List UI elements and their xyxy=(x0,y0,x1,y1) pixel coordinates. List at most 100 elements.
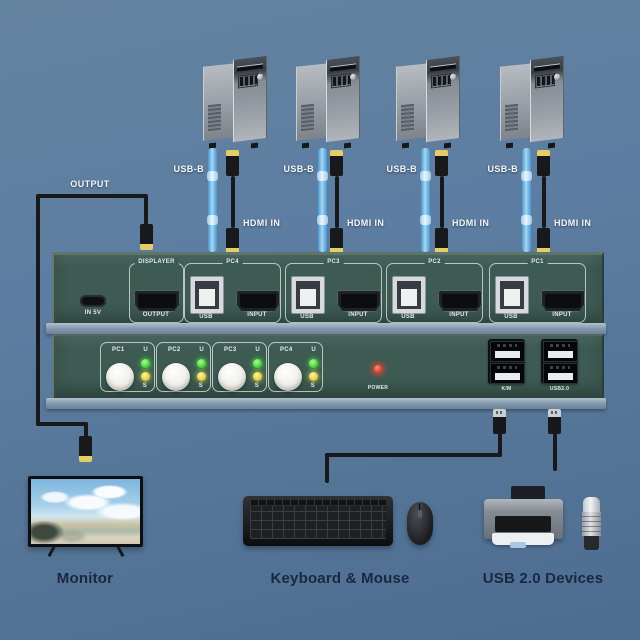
printer-button xyxy=(510,542,526,548)
selector-name: PC1 xyxy=(112,347,125,353)
pc2-selector-group: PC2 U S xyxy=(156,342,211,392)
usb-a-port xyxy=(490,341,525,362)
hdmi-input-port xyxy=(236,290,280,312)
hdmi-output-port xyxy=(134,290,180,312)
monitor-label: Monitor xyxy=(56,570,114,587)
usb-flash-drive xyxy=(582,497,602,551)
front-io-ports xyxy=(431,73,451,89)
hdmi-connector-icon xyxy=(435,228,448,254)
hdmi-input-port-label: INPUT xyxy=(552,312,572,318)
printer-output-slot xyxy=(495,516,551,532)
power-led xyxy=(374,365,382,373)
power-in-port xyxy=(80,295,106,307)
select-status-led xyxy=(309,372,318,381)
tower-side-panel xyxy=(396,63,428,141)
tower-front-panel xyxy=(530,55,564,143)
hdmi-input-port-label: INPUT xyxy=(247,312,267,318)
usb-a-plug-icon xyxy=(493,409,506,434)
tower-foot xyxy=(302,142,309,149)
km-cable-segment xyxy=(498,433,502,457)
power-led-label: POWER xyxy=(367,385,389,391)
tower-vent-grille xyxy=(301,103,314,132)
power-button xyxy=(554,73,560,81)
tower-side-panel xyxy=(500,63,532,141)
pc1-port-group: PC1 USB INPUT xyxy=(489,259,586,323)
tower-foot xyxy=(506,142,513,149)
hdmi-input-port-label: INPUT xyxy=(449,312,469,318)
km-ports-label: K/M xyxy=(501,386,512,392)
monitor-leg xyxy=(116,545,125,558)
tower-front-panel xyxy=(426,55,460,143)
select-led-label: S xyxy=(310,383,315,389)
hdmi-output-port-label: OUTPUT xyxy=(142,312,170,318)
hdmi-connector-icon xyxy=(537,150,550,176)
usb-status-led xyxy=(309,359,318,368)
keyboard xyxy=(243,496,393,546)
km-cable-segment xyxy=(325,453,502,457)
km-usb-ports xyxy=(488,339,525,384)
usb20-ports-label: USB2.0 xyxy=(549,386,570,392)
usb-b-cable-label: USB-B xyxy=(173,164,204,174)
hdmi-input-port xyxy=(438,290,482,312)
computer-tower xyxy=(296,55,360,149)
select-status-led xyxy=(253,372,262,381)
usb-led-label: U xyxy=(255,347,260,353)
flash-drive-body xyxy=(582,512,601,537)
printer xyxy=(484,486,565,552)
tower-side-panel xyxy=(203,63,235,141)
usb-b-port xyxy=(392,276,426,314)
hdmi-input-port xyxy=(541,290,585,312)
hdmi-connector-icon xyxy=(79,436,92,462)
tower-foot xyxy=(548,142,555,149)
hdmi-in-cable-label: HDMI IN xyxy=(452,218,490,228)
group-name: PC1 xyxy=(527,259,548,265)
usb-a-plug-icon xyxy=(548,409,561,434)
tower-vent-grille xyxy=(401,103,414,132)
kvm-front-panel: PC1 U S PC2 U S PC3 U S PC4 U xyxy=(52,334,604,403)
usb-b-port xyxy=(291,276,325,314)
tower-vent-grille xyxy=(505,103,518,132)
tower-foot xyxy=(402,142,409,149)
pc2-port-group: PC2 USB INPUT xyxy=(386,259,483,323)
selector-name: PC3 xyxy=(224,347,237,353)
usb-led-label: U xyxy=(143,347,148,353)
keyboard-mouse-label: Keyboard & Mouse xyxy=(270,570,410,587)
usb-led-label: U xyxy=(311,347,316,353)
usb-status-led xyxy=(197,359,206,368)
usb-b-port xyxy=(190,276,224,314)
monitor xyxy=(28,476,143,547)
kvm-back-panel: IN 5V DISPLAYER OUTPUT PC4 USB INPUT PC3… xyxy=(52,252,604,327)
tower-vent-grille xyxy=(208,103,221,132)
tower-foot xyxy=(251,142,258,149)
output-cable-segment xyxy=(36,422,88,426)
hdmi-cable xyxy=(335,176,339,228)
pc4-port-group: PC4 USB INPUT xyxy=(184,259,281,323)
power-button xyxy=(257,73,263,81)
monitor-leg xyxy=(47,545,56,558)
usb20-cable-segment xyxy=(553,433,557,471)
usb-b-port xyxy=(495,276,529,314)
power-in-label: IN 5V xyxy=(84,310,102,316)
usb-a-port xyxy=(543,341,578,362)
pc1-select-button xyxy=(106,363,134,391)
pc3-port-group: PC3 USB INPUT xyxy=(285,259,382,323)
hdmi-input-port-label: INPUT xyxy=(348,312,368,318)
group-name: DISPLAYER xyxy=(134,259,179,265)
hdmi-in-cable-label: HDMI IN xyxy=(347,218,385,228)
usb-b-cable xyxy=(420,148,431,252)
flash-drive-cap xyxy=(583,497,600,513)
hdmi-connector-icon xyxy=(330,228,343,254)
hdmi-connector-icon xyxy=(140,224,153,250)
tower-side-panel xyxy=(296,63,328,141)
optical-drive-slot xyxy=(430,63,456,72)
tower-front-panel xyxy=(326,55,360,143)
flash-drive-base xyxy=(584,536,599,550)
pc3-selector-group: PC3 U S xyxy=(212,342,267,392)
usb-status-led xyxy=(141,359,150,368)
hdmi-connector-icon xyxy=(435,150,448,176)
output-cable-segment xyxy=(144,196,148,226)
pc4-select-button xyxy=(274,363,302,391)
select-status-led xyxy=(197,372,206,381)
hdmi-cable xyxy=(231,176,235,228)
